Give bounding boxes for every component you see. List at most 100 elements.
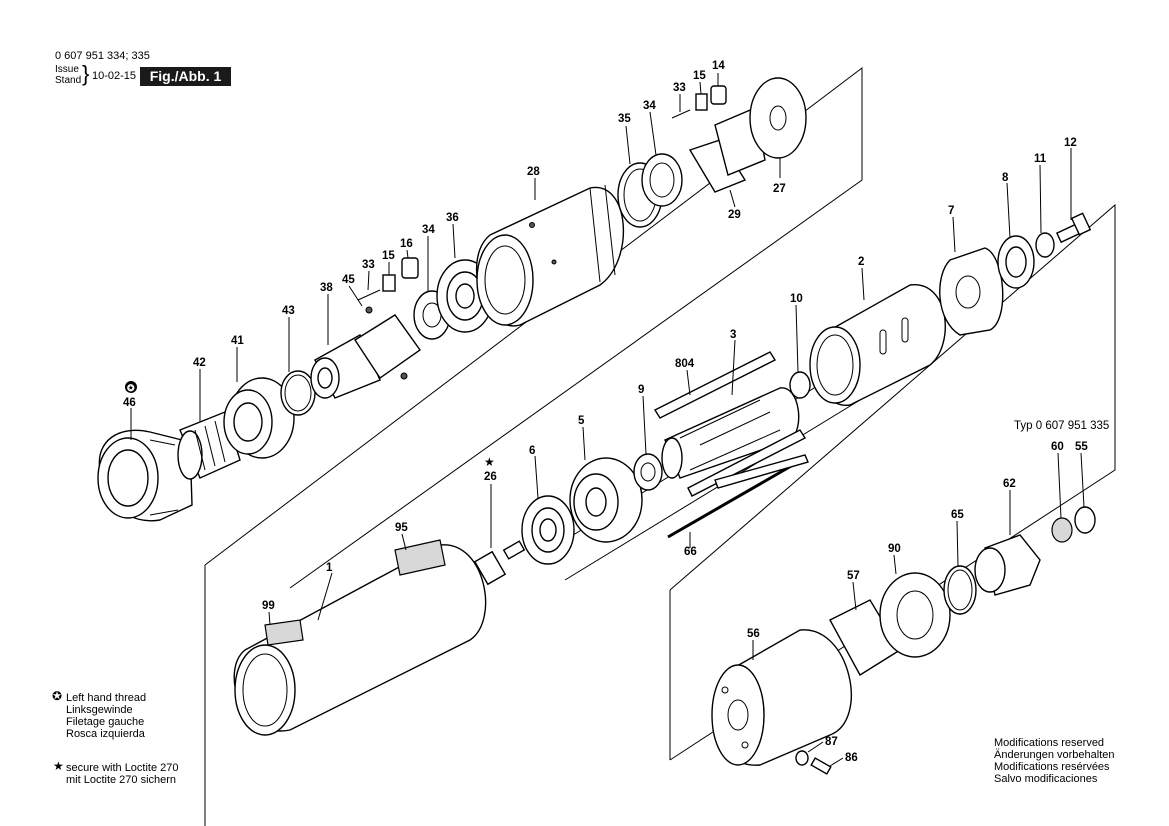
part-number-label: 87 xyxy=(825,736,838,748)
part-33-pin xyxy=(357,289,381,301)
part-number-label: 33 xyxy=(673,82,686,94)
part-10-washer xyxy=(789,371,811,399)
part-number-label: 60 xyxy=(1051,441,1064,453)
part-number-label: 99 xyxy=(262,600,275,612)
part-9-washer xyxy=(633,453,663,491)
part-label-group: 1415333435272928361615333445384341424612… xyxy=(123,60,1088,764)
part-number-label: 5 xyxy=(578,415,585,427)
part-62-inlet-fitting xyxy=(974,534,1041,596)
type-label: Typ 0 607 951 335 xyxy=(1014,420,1110,432)
part-number-label: 12 xyxy=(1064,137,1077,149)
part-number-label: 56 xyxy=(747,628,760,640)
part-1-housing xyxy=(233,539,487,736)
part-43-o-ring xyxy=(280,370,316,416)
part-66-pin xyxy=(667,456,806,539)
left-hand-thread-icon: ✪ xyxy=(52,689,63,703)
part-number-label: 29 xyxy=(728,209,741,221)
part-number-label: 3 xyxy=(730,329,736,341)
part-number-label: 6 xyxy=(529,445,535,457)
part-number-label: 10 xyxy=(790,293,803,305)
figure-badge: Fig./Abb. 1 xyxy=(140,67,231,86)
part-16-gear xyxy=(401,257,419,279)
part-33-pin xyxy=(671,109,691,119)
part-number-label: 45 xyxy=(342,274,355,286)
part-number-label: 14 xyxy=(712,60,725,72)
part-number-label: 26 xyxy=(484,471,497,483)
part-number-label: 90 xyxy=(888,543,901,555)
header-part-numbers: 0 607 951 334; 335 xyxy=(55,50,150,62)
part-15-needle xyxy=(382,274,396,292)
part-number-label: 34 xyxy=(422,224,435,236)
part-number-label: 804 xyxy=(675,358,695,370)
part-number-label: 9 xyxy=(638,384,644,396)
part-2-cylinder xyxy=(809,284,946,406)
part-41-ball-bearing xyxy=(223,377,295,459)
part-34-washer xyxy=(641,153,683,207)
modifications-en: Modifications reserved xyxy=(994,737,1105,749)
part-number-label: 55 xyxy=(1075,441,1088,453)
legend-left-hand-thread-es: Rosca izquierda xyxy=(66,728,145,740)
part-56-back-cap xyxy=(711,629,852,766)
legend-loctite-en: secure with Loctite 270 xyxy=(66,762,179,774)
part-28-gear-housing xyxy=(475,184,625,327)
part-26-pinion xyxy=(473,540,526,586)
part-number-label: 62 xyxy=(1003,478,1016,490)
part-number-label: 57 xyxy=(847,570,860,582)
modifications-es: Salvo modificaciones xyxy=(994,773,1098,785)
left-hand-thread-symbol xyxy=(125,381,137,393)
part-46-end-cap xyxy=(97,429,193,522)
part-number-label: 38 xyxy=(320,282,333,294)
part-number-label: 86 xyxy=(845,752,858,764)
part-5-end-plate xyxy=(569,457,643,543)
part-27-disc xyxy=(749,77,807,159)
part-number-label: 65 xyxy=(951,509,964,521)
part-7-end-plate xyxy=(939,247,1004,336)
part-number-label: 46 xyxy=(123,397,136,409)
part-number-label: 11 xyxy=(1034,153,1047,165)
part-3-rotor xyxy=(661,387,800,479)
brace-icon: } xyxy=(82,61,90,86)
part-6-ball-bearing xyxy=(521,495,575,565)
part-number-label: 34 xyxy=(643,100,656,112)
part-number-label: 95 xyxy=(395,522,408,534)
part-12-screw xyxy=(1055,212,1092,244)
part-number-label: 15 xyxy=(693,70,706,82)
part-65-o-ring xyxy=(943,565,977,615)
part-number-label: 15 xyxy=(382,250,395,262)
part-14-gear xyxy=(710,85,727,105)
part-number-label: 2 xyxy=(858,256,864,268)
part-number-label: 27 xyxy=(773,183,786,195)
svg-text:✪: ✪ xyxy=(126,383,135,393)
part-number-label: 36 xyxy=(446,212,459,224)
part-number-label: 7 xyxy=(948,205,954,217)
part-number-label: 33 xyxy=(362,259,375,271)
part-number-label: 43 xyxy=(282,305,295,317)
stand-label: Stand xyxy=(55,75,82,86)
part-number-label: 35 xyxy=(618,113,631,125)
part-number-label: 66 xyxy=(684,546,697,558)
part-number-label: 41 xyxy=(231,335,244,347)
part-36-ball-bearing xyxy=(436,259,494,333)
part-number-label: 16 xyxy=(400,238,413,250)
part-87-ring xyxy=(795,750,809,766)
part-60-screen xyxy=(1051,517,1073,543)
loctite-star-symbol: ★ xyxy=(484,455,495,469)
leader-lines xyxy=(130,73,1085,767)
legend-left-hand-thread-de: Linksgewinde xyxy=(66,704,133,716)
part-15-needle xyxy=(695,93,708,111)
modifications-de: Änderungen vorbehalten xyxy=(994,749,1115,761)
modifications-fr: Modifications resérvées xyxy=(994,761,1110,773)
legend-left-hand-thread-en: Left hand thread xyxy=(66,692,147,704)
legend-loctite-de: mit Loctite 270 sichern xyxy=(66,774,177,786)
part-number-label: 8 xyxy=(1002,172,1009,184)
part-86-screw xyxy=(810,757,832,775)
loctite-star-icon: ★ xyxy=(53,759,64,773)
part-number-label: 28 xyxy=(527,166,540,178)
part-11-washer xyxy=(1035,232,1055,258)
part-38-spindle xyxy=(310,306,421,399)
issue-label: Issue xyxy=(55,64,79,75)
part-55-o-ring xyxy=(1074,506,1096,534)
part-number-label: 42 xyxy=(193,357,206,369)
part-number-label: 1 xyxy=(326,562,333,574)
